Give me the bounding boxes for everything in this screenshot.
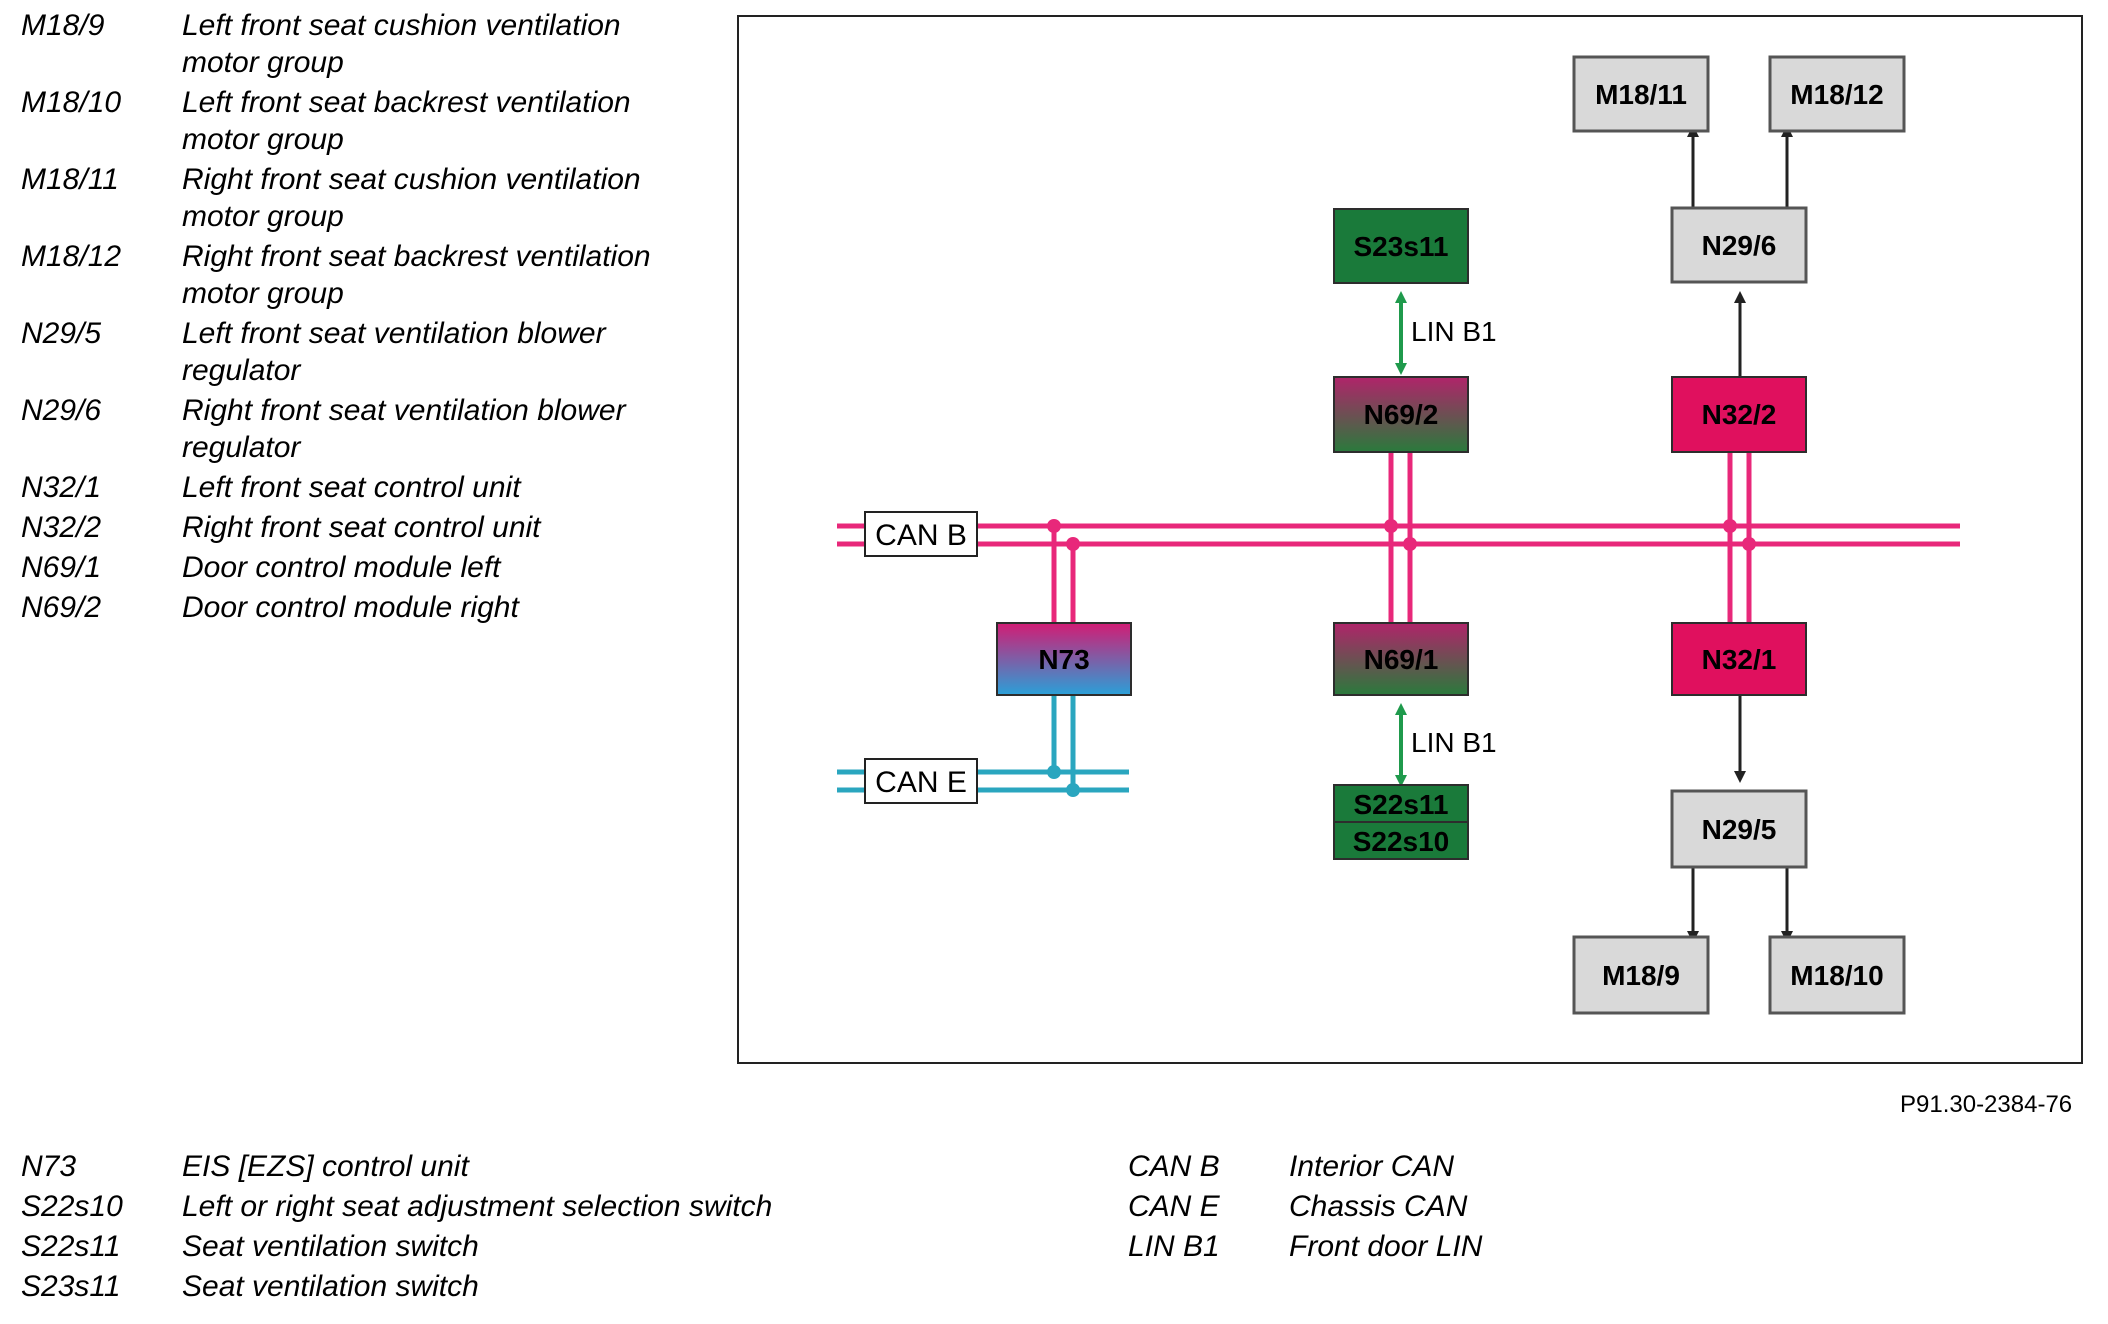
legend-code: M18/12 (21, 240, 122, 273)
signal-arrows (1687, 125, 1793, 943)
can-b-label: CAN B (875, 519, 967, 552)
box-n69-2: N69/2 (1333, 376, 1469, 453)
legend-code: M18/10 (21, 86, 122, 119)
lin-b1-top-label: LIN B1 (1411, 316, 1497, 347)
legend-code: N32/1 (21, 471, 102, 504)
legend-code: M18/11 (21, 163, 119, 196)
box-m18-9: M18/9 (1572, 935, 1710, 1015)
can-e-label: CAN E (875, 766, 967, 799)
box-m18-12: M18/12 (1768, 55, 1906, 133)
box-n32-2-label: N32/2 (1702, 399, 1777, 430)
legend-description: Left front seat ventilation blower regul… (182, 317, 606, 387)
legend-entry: M18/9 Left front seat cushion ventilation… (21, 7, 671, 81)
legend-code: N69/1 (21, 551, 102, 584)
box-n69-1-label: N69/1 (1364, 644, 1439, 675)
legend-description: Right front seat ventilation blower regu… (182, 394, 626, 464)
figure-code: P91.30-2384-76 (1900, 1091, 2073, 1118)
legend-top: M18/9 Left front seat cushion ventilation… (21, 7, 671, 629)
box-s23s11: S23s11 (1333, 208, 1469, 284)
legend-description: EIS [EZS] control unit (182, 1150, 469, 1183)
legend-entry: S22s11 Seat ventilation switch (21, 1228, 921, 1268)
legend-entry: N73 EIS [EZS] control unit (21, 1148, 921, 1188)
box-s22s11-s22s10: S22s11 S22s10 (1333, 784, 1469, 860)
can-b-junctions (1047, 519, 1756, 551)
legend-description: Chassis CAN (1289, 1190, 1468, 1223)
legend-code: S22s11 (21, 1230, 121, 1263)
box-n69-2-label: N69/2 (1364, 399, 1439, 430)
legend-entry: M18/10 Left front seat backrest ventilati… (21, 84, 671, 158)
box-s22s11-label: S22s11 (1354, 789, 1449, 820)
box-s22s10-label: S22s10 (1353, 826, 1450, 857)
legend-description: Right front seat control unit (182, 511, 541, 544)
box-m18-12-label: M18/12 (1790, 79, 1883, 110)
legend-entry: N69/1 Door control module left (21, 549, 671, 586)
legend-entry: N32/2 Right front seat control unit (21, 509, 671, 546)
legend-entry: N69/2 Door control module right (21, 589, 671, 626)
legend-description: Door control module right (182, 591, 519, 624)
legend-entry: LIN B1 Front door LIN (1128, 1228, 1628, 1268)
legend-description: Right front seat cushion ventilation mot… (182, 163, 641, 233)
legend-entry: S23s11 Seat ventilation switch (21, 1268, 921, 1308)
legend-code: N29/5 (21, 317, 102, 350)
box-s23s11-label: S23s11 (1354, 231, 1449, 262)
legend-description: Door control module left (182, 551, 501, 584)
lin-b1-bottom-label: LIN B1 (1411, 727, 1497, 758)
legend-description: Left front seat backrest ventilation mot… (182, 86, 631, 156)
legend-entry: N29/5 Left front seat ventilation blower … (21, 315, 671, 389)
legend-bottom-right: CAN B Interior CAN CAN E Chassis CAN LIN B1 F… (1128, 1148, 1628, 1268)
legend-description: Seat ventilation switch (182, 1270, 479, 1303)
legend-code: N29/6 (21, 394, 102, 427)
legend-entry: M18/11 Right front seat cushion ventilati… (21, 161, 671, 235)
legend-description: Right front seat backrest ventilation mo… (182, 240, 651, 310)
box-n69-1: N69/1 (1333, 622, 1469, 696)
legend-entry: N29/6 Right front seat ventilation blower… (21, 392, 671, 466)
legend-description: Front door LIN (1289, 1230, 1483, 1263)
box-n32-2: N32/2 (1671, 376, 1807, 453)
network-diagram: CAN B CAN E LIN B1 LIN B1 M18/11 M18/12 … (737, 15, 2083, 1064)
legend-description: Left front seat control unit (182, 471, 521, 504)
box-m18-10-label: M18/10 (1790, 960, 1883, 991)
legend-code: S22s10 (21, 1190, 123, 1223)
legend-code: N73 (21, 1150, 77, 1183)
box-n29-6: N29/6 (1670, 206, 1808, 284)
legend-description: Left front seat cushion ventilation moto… (182, 9, 621, 79)
legend-code: N32/2 (21, 511, 102, 544)
legend-code: N69/2 (21, 591, 102, 624)
legend-description: Seat ventilation switch (182, 1230, 479, 1263)
legend-code: S23s11 (21, 1270, 121, 1303)
can-e-junctions (1047, 765, 1080, 797)
legend-entry: N32/1 Left front seat control unit (21, 469, 671, 506)
box-m18-10: M18/10 (1768, 935, 1906, 1015)
legend-entry: CAN B Interior CAN (1128, 1148, 1628, 1188)
legend-code: CAN E (1128, 1190, 1220, 1223)
box-m18-11: M18/11 (1572, 55, 1710, 133)
box-m18-11-label: M18/11 (1595, 79, 1687, 110)
box-n29-6-label: N29/6 (1702, 230, 1777, 261)
legend-entry: S22s10 Left or right seat adjustment sele… (21, 1188, 921, 1228)
can-b-bus (837, 523, 1960, 547)
legend-code: M18/9 (21, 9, 105, 42)
box-n32-1: N32/1 (1671, 622, 1807, 696)
box-n29-5: N29/5 (1670, 789, 1808, 869)
can-e-label-box: CAN E (864, 758, 978, 804)
legend-description: Interior CAN (1289, 1150, 1455, 1183)
box-n29-5-label: N29/5 (1702, 814, 1777, 845)
legend-entry: CAN E Chassis CAN (1128, 1188, 1628, 1228)
legend-description: Left or right seat adjustment selection … (182, 1190, 773, 1223)
legend-entry: M18/12 Right front seat backrest ventilat… (21, 238, 671, 312)
legend-code: CAN B (1128, 1150, 1220, 1183)
box-n73-label: N73 (1038, 644, 1089, 675)
box-m18-9-label: M18/9 (1602, 960, 1680, 991)
box-n32-1-label: N32/1 (1702, 644, 1777, 675)
box-n73: N73 (996, 622, 1132, 696)
can-b-label-box: CAN B (864, 511, 978, 557)
legend-code: LIN B1 (1128, 1230, 1220, 1263)
